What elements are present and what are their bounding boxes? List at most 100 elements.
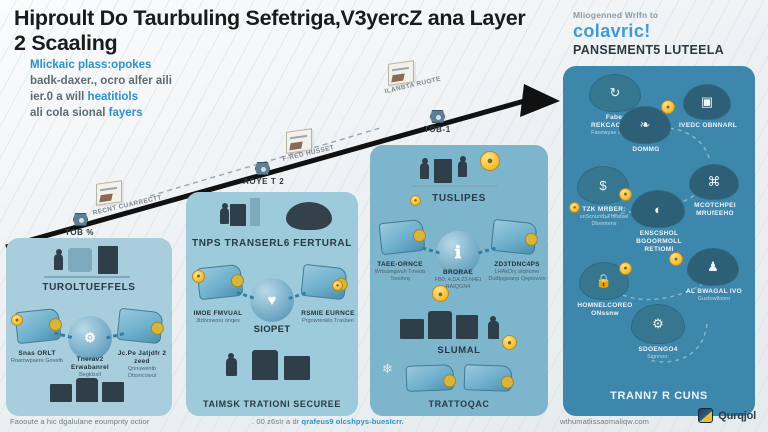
coin-icon-left: ● bbox=[11, 314, 23, 326]
label-desc: Begklzxll bbox=[79, 372, 101, 379]
label-title: IVEDC OBNNARL bbox=[678, 122, 738, 129]
kicker-eyebrow: Mliogenned Wrlfn to bbox=[573, 10, 659, 20]
logo-wordmark: Qurqjol bbox=[718, 409, 756, 422]
shop-icon-1 bbox=[400, 319, 424, 339]
card-3-left-label: TAEE-ORNCE Wrtsamgwuh Tmeob Toooteq bbox=[372, 261, 428, 283]
document-sketch-icon bbox=[96, 180, 122, 206]
label-desc: Gustowtlooro bbox=[697, 295, 731, 302]
panel-right[interactable]: ↻ Fabes REKCAOMART Fannwyae ontpnao3 ❧ D… bbox=[563, 66, 755, 416]
label-desc: 3tdorsworu onqes bbox=[196, 318, 240, 325]
label-title: AL BWAGAL IVO bbox=[685, 288, 743, 295]
city-block-1 bbox=[50, 384, 72, 402]
footer-note-right: wthumatlissaomaliqw.com bbox=[560, 417, 649, 426]
factory-icon bbox=[230, 204, 246, 226]
panel-right-footer: TRANN7 R CUNS bbox=[610, 390, 708, 402]
person-icon-a bbox=[420, 158, 429, 179]
timeline-node-label-1: TOB % bbox=[65, 228, 95, 237]
brand-logo[interactable]: Qurqjol bbox=[698, 408, 756, 423]
subtitle-line-4: ali cola sional fayers bbox=[30, 106, 143, 119]
label-title: IMOE FMVUAL bbox=[193, 310, 243, 317]
footer-note-mid-plain: . 00 z6sIr a dr bbox=[252, 417, 302, 426]
shield-sphere-icon: ♥ bbox=[250, 278, 294, 322]
timeline-node-label-2: AOYE T 2 bbox=[243, 177, 285, 186]
node-bird-icon: ❧ bbox=[619, 106, 671, 144]
card-2-left-label: IMOE FMVUAL 3tdorsworu onqes bbox=[190, 310, 246, 325]
coin-accent-5: ● bbox=[669, 252, 683, 266]
node-refresh-icon: ↻ bbox=[589, 74, 641, 112]
card-2[interactable]: TNPS TRANSERL6 FERTURAL ♥ ● ● IMOE FMVUA… bbox=[186, 192, 358, 416]
card-1-title: TUROLTUEFFELS bbox=[42, 282, 136, 293]
timeline-node-marker-2 bbox=[255, 162, 270, 175]
card-3-title: TUSLIPES bbox=[432, 193, 486, 204]
label-title: Jc.Pe Jatjdfr 2 zeed bbox=[117, 350, 167, 366]
card-1-center-label: Tnerav2 Erwabanrel Begklzxll bbox=[58, 356, 122, 379]
coin-accent-1: ● bbox=[661, 100, 675, 114]
label-desc: Signnoo: bbox=[647, 353, 669, 360]
label-desc: FB0; 4.DA 23-N4EI RAIQGN4 bbox=[434, 277, 482, 290]
subtitle-line-2: badk-daxer., ocro alfer aili bbox=[30, 74, 172, 87]
card-2-title: TNPS TRANSERL6 FERTURAL bbox=[192, 238, 352, 249]
ledger-icon bbox=[98, 246, 118, 274]
card-2-right-label: RSMIE EURNCE Prgowrenklo Trasbeo bbox=[300, 310, 356, 325]
node-network-label: ENSCSHOL BGOORMOLL RETIOMI bbox=[623, 230, 695, 254]
card-3-center-label: BRORAE FB0; 4.DA 23-N4EI RAIQGN4 bbox=[426, 269, 490, 291]
timeline-node-marker-1 bbox=[73, 213, 88, 226]
footer-note-left: Faooute a hic dgalulane eoumpnty octior bbox=[10, 417, 150, 426]
node-dollar-label: TZK MRBER: unScnuntb Theatsel Dbemtens bbox=[573, 206, 635, 227]
label-title: SIOPET bbox=[253, 324, 291, 335]
label-desc: Fannwyae ontpnao3 bbox=[591, 129, 641, 136]
sketch-icon-1: RECNT CUARRECTT bbox=[92, 180, 163, 217]
snowflake-icon: ❄ bbox=[382, 361, 393, 376]
footer-note-mid-emphasis: qrafeus9 olcshpys-buesIcrr. bbox=[301, 417, 404, 426]
card-2-footer: TAIMSK TRATIONl SECUREE bbox=[203, 399, 341, 409]
label-title: Snas ORLT bbox=[18, 350, 56, 357]
person-icon-c bbox=[488, 316, 499, 339]
person-icon bbox=[220, 203, 229, 224]
label-title: SDOENGO4 bbox=[638, 346, 678, 353]
node-bird-label: DOMMG bbox=[613, 146, 679, 154]
coin-icon-right: ● bbox=[332, 280, 343, 291]
card-3-mid-title: SLUMAL bbox=[437, 345, 481, 356]
person-icon-b bbox=[458, 156, 467, 177]
bank-icon bbox=[284, 356, 310, 380]
kicker-subhead: PANSEMENT5 LUTEELA bbox=[573, 43, 725, 57]
city-block-3 bbox=[102, 382, 124, 402]
coin-icon-top: ● bbox=[480, 151, 500, 171]
coin-icon-left: ● bbox=[192, 270, 205, 283]
subtitle-line-3: ier.0 a will heatitiols bbox=[30, 90, 139, 103]
card-1-right-label: Jc.Pe Jatjdfr 2 zeed Qnnuwentb Otssncowu… bbox=[114, 350, 170, 380]
person-icon bbox=[54, 249, 63, 270]
node-network-icon: ◐ bbox=[631, 190, 685, 228]
coin-icon-lower: ● bbox=[502, 335, 517, 350]
card-3[interactable]: ● TUSLIPES ℹ ● ● TAEE-ORNCE Wrtsamgwuh T… bbox=[370, 145, 548, 416]
card-1[interactable]: TUROLTUEFFELS ⚙ ● Snas ORLT Roamwpaere G… bbox=[6, 238, 172, 416]
node-gear-label: SDOENGO4 Signnoo: bbox=[625, 346, 691, 361]
node-gear-icon: ⚙ bbox=[631, 304, 685, 344]
wallet-left-icon bbox=[196, 263, 244, 301]
node-monitor-icon: ▣ bbox=[683, 84, 731, 120]
label-title: HOMNELCOREO ONssnw bbox=[577, 302, 633, 317]
building-icon bbox=[68, 248, 92, 272]
subtitle-line-1: Mlickaic plass:opokes bbox=[30, 59, 152, 71]
label-title: Fabes REKCAOMART bbox=[591, 114, 641, 129]
sketch-icon-2: F-RED HUSSET bbox=[282, 128, 335, 163]
label-desc: LHAkDry stqhome Dudtpgwanp Qeptswen bbox=[488, 269, 546, 282]
node-refresh-label: Fabes REKCAOMART Fannwyae ontpnao3 bbox=[581, 114, 651, 137]
label-title: ZD3TDNC4PS bbox=[494, 261, 540, 268]
ground-line bbox=[412, 185, 498, 187]
card-1-left-label: Snas ORLT Roamwpaere Govetb bbox=[8, 350, 66, 365]
node-monitor-label: IVEDC OBNNARL bbox=[677, 122, 739, 130]
label-desc: Prgowrenklo Trasbeo bbox=[302, 318, 354, 325]
label-title: RSMIE EURNCE bbox=[301, 310, 355, 317]
node-laptop-label: MCOTCHPEI MRUfEEHO bbox=[683, 202, 747, 218]
shop-icon-3 bbox=[456, 315, 478, 339]
label-desc: Roamwpaere Govetb bbox=[11, 358, 63, 365]
label-title: ENSCSHOL BGOORMOLL RETIOMI bbox=[636, 230, 682, 253]
page-subtitle: Mlickaic plass:opokes badk-daxer., ocro … bbox=[30, 58, 245, 121]
cloud-shape-icon bbox=[286, 202, 332, 230]
info-sphere-icon: ℹ bbox=[436, 231, 480, 275]
label-title: MCOTCHPEI MRUfEEHO bbox=[694, 202, 736, 217]
card-3-footer: TRATTOQAC bbox=[428, 399, 490, 409]
sketch-icon-3: ILANBTA RUOTE bbox=[384, 60, 442, 95]
wallet-right-icon bbox=[490, 218, 538, 256]
